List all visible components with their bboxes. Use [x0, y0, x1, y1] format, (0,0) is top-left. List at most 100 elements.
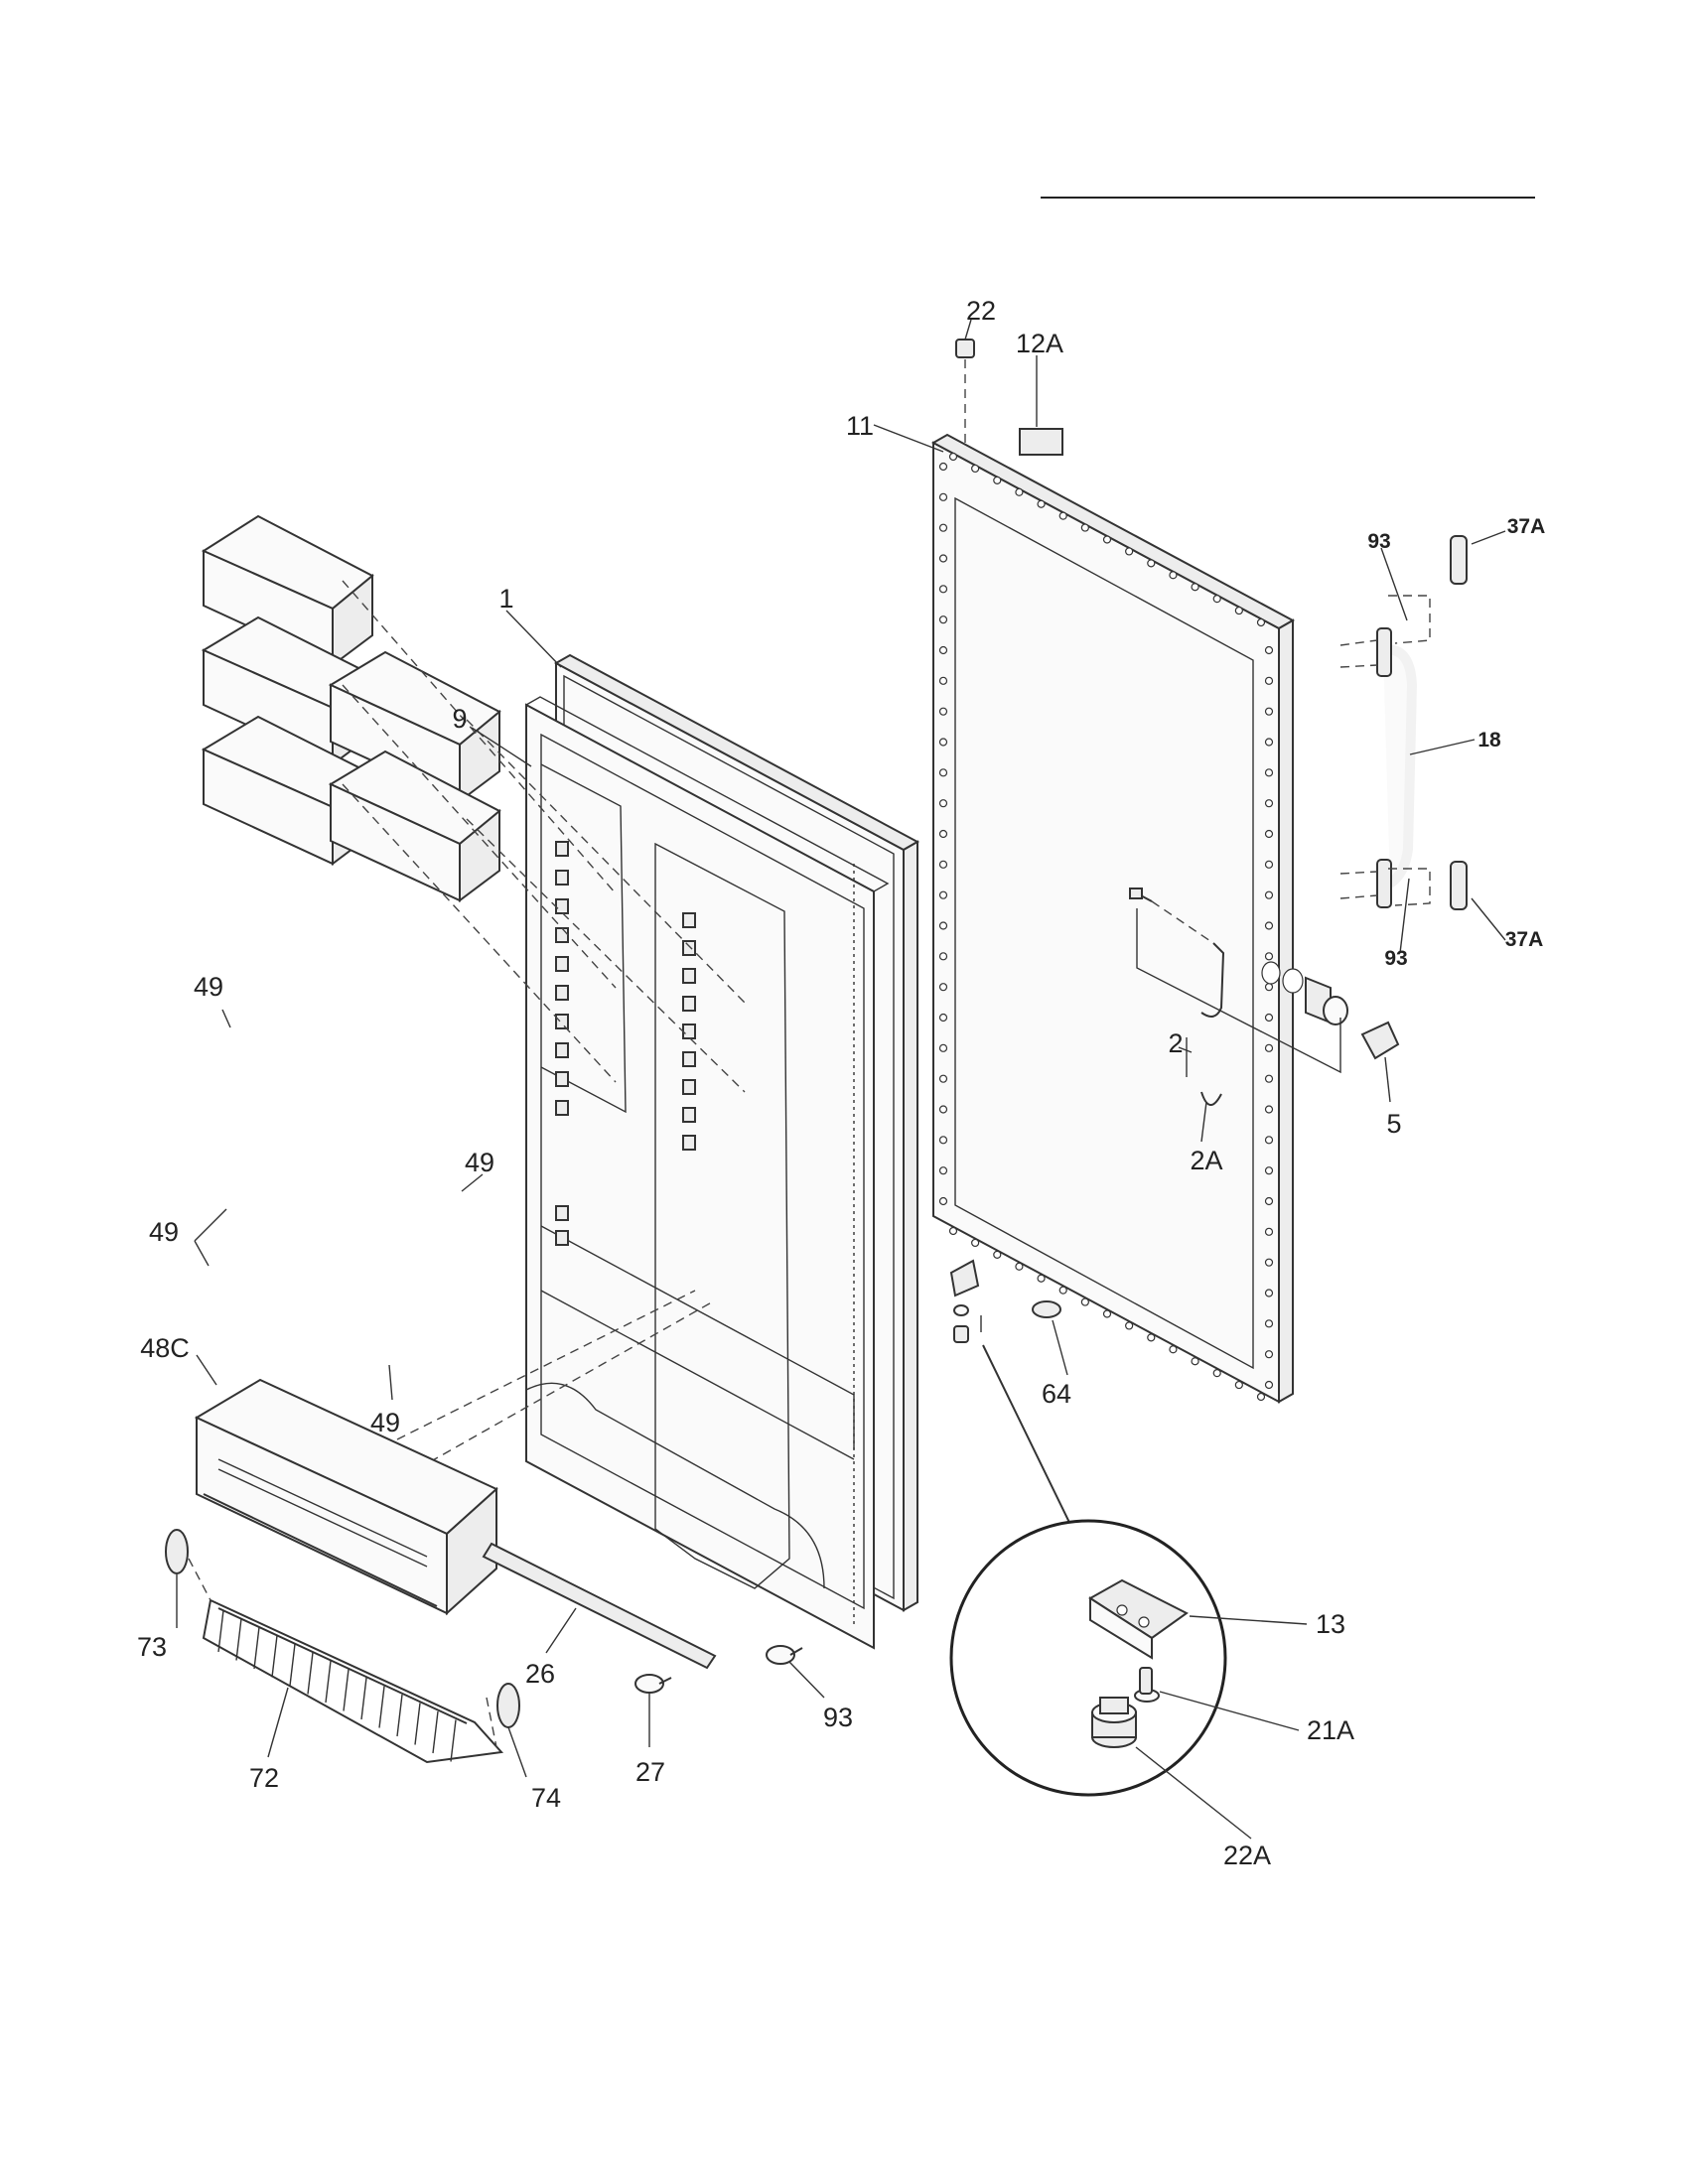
- bin-mount: [555, 1014, 569, 1029]
- label-plate: [1019, 428, 1063, 456]
- shelf-end-cap-right: [496, 1683, 520, 1728]
- screw-hole: [938, 1043, 948, 1052]
- door-handle: [1376, 627, 1418, 908]
- bin-mount: [555, 956, 569, 972]
- screw-hole: [1015, 1262, 1024, 1271]
- screw-hole: [1264, 707, 1274, 716]
- lock-cylinder: [1261, 961, 1348, 1025]
- bin-mount: [555, 841, 569, 857]
- screw-hole: [938, 738, 948, 747]
- trim-strip: [482, 1542, 717, 1670]
- screw-hole: [938, 645, 948, 655]
- screw-hole: [948, 452, 958, 462]
- bin-mount: [555, 1042, 569, 1058]
- screw-hole: [1080, 523, 1089, 532]
- large-door-bin: [194, 1378, 498, 1616]
- handle-end-cap-top: [1450, 535, 1468, 585]
- bin-mount: [555, 927, 569, 943]
- shelf-wire: [396, 1694, 403, 1737]
- label-11: 11: [846, 411, 874, 441]
- screw-hole: [938, 676, 948, 685]
- screw-hole: [1212, 595, 1221, 604]
- hinge-detail-magnifier: [949, 1519, 1227, 1797]
- screw-hole: [1264, 921, 1274, 930]
- screw-hole: [938, 983, 948, 992]
- screw-hole: [938, 829, 948, 839]
- bin-mount: [682, 1107, 696, 1123]
- screw-hole: [938, 890, 948, 899]
- label-13: 13: [1316, 1609, 1345, 1639]
- label-72: 72: [249, 1763, 279, 1793]
- hinge-pin-22a: [1091, 1697, 1137, 1748]
- label-22: 22: [966, 296, 996, 326]
- bin-mount: [555, 1205, 569, 1221]
- screw-hole: [1264, 1105, 1274, 1114]
- bin-mount: [555, 898, 569, 914]
- screw-hole: [1256, 617, 1266, 627]
- screw-hole: [938, 585, 948, 594]
- screw-hole: [938, 860, 948, 869]
- label-49-top: 49: [194, 972, 223, 1002]
- label-12a: 12A: [1016, 329, 1063, 358]
- screw-hole: [1264, 1074, 1274, 1083]
- screw-hole: [1037, 1274, 1046, 1283]
- screw-hole: [1264, 1043, 1274, 1052]
- screw-hole: [1212, 1369, 1221, 1378]
- screw-hole: [1191, 1357, 1199, 1366]
- shelf-wire: [253, 1626, 260, 1670]
- latch-hook: [1129, 887, 1225, 1018]
- screw-hole: [1264, 1319, 1274, 1328]
- label-93-mid: 93: [1384, 947, 1407, 970]
- screw-hole: [1234, 606, 1243, 615]
- screw-hole: [938, 707, 948, 716]
- screw-hole: [1264, 1136, 1274, 1145]
- bin-guide-lines: [342, 580, 746, 1470]
- top-plug: [955, 339, 975, 445]
- screw-hole: [971, 1238, 980, 1248]
- screw-hole: [1264, 860, 1274, 869]
- screw-hole: [1264, 1166, 1274, 1175]
- screw-hole: [1264, 983, 1274, 992]
- outer-door-screw-holes: [938, 452, 1274, 1402]
- bin-mount: [555, 1071, 569, 1087]
- label-1: 1: [498, 584, 513, 614]
- screw-hole: [1264, 1013, 1274, 1023]
- shelf-wire: [343, 1669, 350, 1711]
- door-bin-top-left: [201, 514, 374, 667]
- screw-27: [634, 1674, 672, 1694]
- shelf-wire: [325, 1660, 332, 1704]
- label-9: 9: [452, 704, 467, 734]
- screw-hole: [938, 952, 948, 961]
- label-27: 27: [635, 1757, 665, 1787]
- shelf-wire: [307, 1652, 314, 1695]
- hinge-bracket-13: [1088, 1578, 1189, 1660]
- screw-hole: [948, 1226, 958, 1236]
- bin-mount: [682, 968, 696, 984]
- shelf-wire: [360, 1677, 367, 1720]
- screw-hole: [938, 799, 948, 808]
- shelf-wire: [271, 1635, 278, 1678]
- screw-hole: [1125, 1321, 1134, 1330]
- label-26: 26: [525, 1659, 555, 1689]
- bin-mount: [555, 1230, 569, 1246]
- label-37a-top: 37A: [1507, 515, 1546, 538]
- screw-hole: [1147, 559, 1156, 568]
- screw-hole: [1256, 1392, 1266, 1402]
- handle-guides: [1339, 595, 1431, 906]
- hinge-bracket-small: [949, 1259, 982, 1343]
- screw-hole: [1264, 738, 1274, 747]
- shelf-end-cap-left: [165, 1529, 189, 1574]
- screw-hole: [1169, 571, 1178, 580]
- bin-mount: [682, 996, 696, 1012]
- screw-hole: [971, 464, 980, 474]
- screw-hole: [938, 523, 948, 532]
- screw-hole: [1264, 952, 1274, 961]
- screw-hole: [938, 554, 948, 563]
- label-37a-bottom: 37A: [1505, 928, 1544, 951]
- shelf-wire: [235, 1618, 242, 1661]
- label-49-left: 49: [149, 1217, 179, 1247]
- screw-hole: [938, 492, 948, 501]
- screw-hole: [938, 768, 948, 777]
- shelf-wire: [378, 1686, 385, 1728]
